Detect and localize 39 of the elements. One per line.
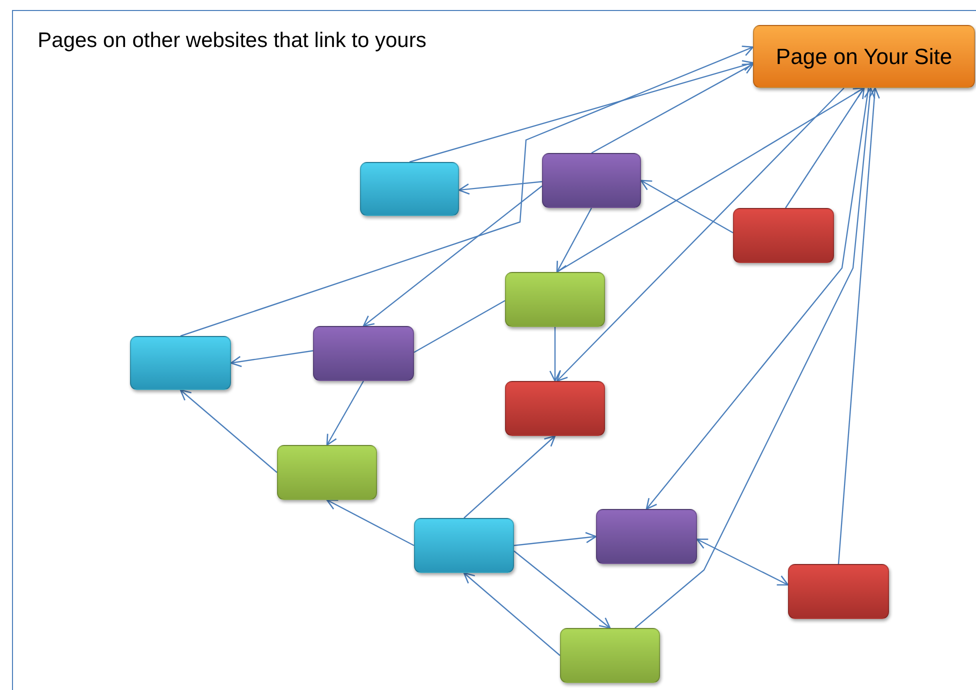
arrow bbox=[180, 389, 278, 473]
colored-box bbox=[505, 272, 605, 327]
colored-box bbox=[542, 153, 641, 208]
arrow bbox=[646, 88, 870, 510]
arrow bbox=[326, 380, 364, 446]
title-text: Pages on other websites that link to yours bbox=[36, 28, 428, 54]
arrow bbox=[634, 87, 876, 628]
arrow bbox=[326, 499, 414, 546]
arrow bbox=[409, 60, 754, 163]
arrow bbox=[514, 550, 611, 629]
arrow bbox=[362, 186, 542, 327]
arrow bbox=[785, 87, 865, 208]
connector-line bbox=[414, 300, 506, 353]
arrow bbox=[180, 46, 754, 337]
arrow bbox=[640, 180, 734, 234]
arrow bbox=[556, 208, 592, 273]
colored-box bbox=[313, 326, 414, 381]
colored-box bbox=[596, 509, 697, 564]
arrow bbox=[464, 435, 556, 518]
arrow bbox=[458, 181, 542, 195]
colored-box bbox=[130, 336, 231, 390]
colored-box bbox=[788, 564, 889, 619]
arrow bbox=[230, 350, 314, 368]
colored-box bbox=[414, 518, 514, 573]
arrow bbox=[549, 327, 561, 382]
colored-box bbox=[505, 381, 605, 436]
colored-box bbox=[360, 162, 459, 216]
colored-box bbox=[277, 445, 377, 500]
arrow bbox=[514, 532, 597, 546]
arrow bbox=[838, 87, 880, 564]
arrow bbox=[696, 538, 789, 586]
box-text: Page on Your Site bbox=[776, 42, 952, 70]
arrow bbox=[463, 572, 560, 656]
colored-box bbox=[560, 628, 660, 683]
page-box bbox=[753, 25, 975, 88]
arrow bbox=[556, 87, 865, 273]
arrow bbox=[556, 88, 844, 382]
colored-box bbox=[733, 208, 834, 263]
arrow bbox=[591, 63, 754, 154]
